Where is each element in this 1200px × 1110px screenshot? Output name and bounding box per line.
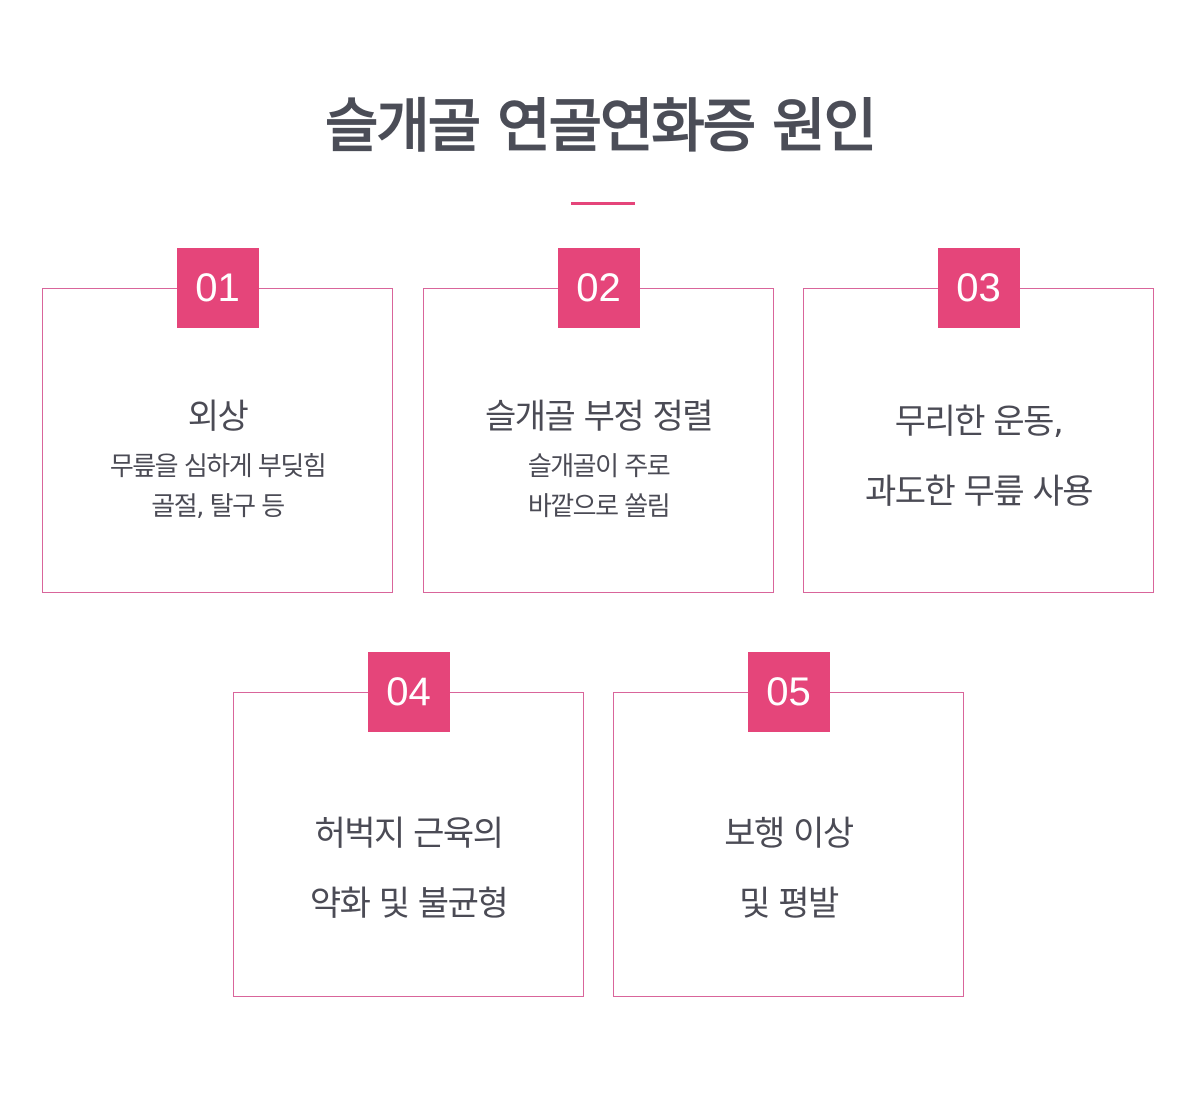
cause-card-02: 02 슬개골 부정 정렬 슬개골이 주로 바깥으로 쏠림 — [423, 248, 774, 593]
card-description-line: 바깥으로 쏠림 — [527, 492, 671, 522]
title-divider — [571, 202, 635, 205]
card-number-badge: 05 — [747, 652, 830, 732]
card-description-line: 슬개골이 주로 — [527, 452, 671, 482]
card-heading: 외상 — [187, 397, 249, 437]
card-number-badge: 03 — [937, 248, 1020, 328]
card-number-badge: 02 — [557, 248, 640, 328]
card-text-line: 무리한 운동, — [894, 402, 1064, 442]
cause-card-01: 01 외상 무릎을 심하게 부딪힘 골절, 탈구 등 — [42, 248, 393, 593]
card-text-line: 허벅지 근육의 — [314, 814, 505, 854]
card-text-line: 약화 및 불균형 — [309, 884, 509, 924]
cause-card-05: 05 보행 이상 및 평발 — [613, 652, 964, 997]
cause-card-03: 03 무리한 운동, 과도한 무릎 사용 — [803, 248, 1154, 593]
card-text-line: 보행 이상 — [724, 814, 854, 854]
card-heading: 슬개골 부정 정렬 — [484, 397, 714, 437]
cause-card-04: 04 허벅지 근육의 약화 및 불균형 — [233, 652, 584, 997]
page-title: 슬개골 연골연화증 원인 — [325, 92, 877, 160]
card-number-badge: 04 — [367, 652, 450, 732]
card-description-line: 골절, 탈구 등 — [151, 492, 285, 522]
card-number-badge: 01 — [176, 248, 259, 328]
card-text-line: 및 평발 — [739, 884, 839, 924]
card-text-line: 과도한 무릎 사용 — [864, 472, 1094, 512]
card-description-line: 무릎을 심하게 부딪힘 — [109, 452, 327, 482]
